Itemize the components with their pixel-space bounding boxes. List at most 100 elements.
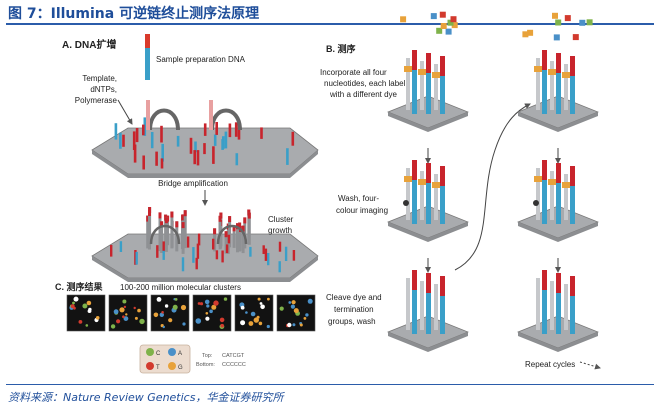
free-nucleotide: [445, 28, 452, 35]
free-nucleotide: [451, 22, 458, 29]
cluster-spot: [290, 304, 295, 309]
surface-strand: [142, 155, 145, 170]
legend-letter-t: T: [156, 365, 160, 371]
cluster-strand-tip: [241, 225, 245, 232]
primer-strand: [420, 281, 424, 330]
flow-cell-tile-edge: [388, 332, 468, 352]
primer-strand: [406, 58, 410, 110]
adapter-strand: [412, 270, 417, 290]
cluster-spot: [73, 306, 76, 310]
cluster-spot: [82, 303, 88, 309]
cluster-spot: [307, 298, 313, 304]
cluster-strand: [243, 217, 247, 249]
free-nucleotide: [552, 12, 558, 19]
cluster-strand: [224, 231, 228, 254]
primer-strand: [420, 61, 424, 110]
cluster-spot: [291, 300, 296, 305]
cluster-spot: [122, 315, 125, 319]
cluster-surface-strand: [162, 250, 165, 260]
cluster-spot: [220, 323, 224, 328]
source-note: 资料来源：Nature Review Genetics，华金证券研究所: [8, 391, 284, 404]
cluster-surface-strand: [192, 247, 195, 263]
cluster-spot: [119, 307, 125, 313]
imaging-signal-dot: [533, 200, 539, 206]
surface-strand: [176, 135, 180, 147]
sequencing-units: [387, 11, 599, 352]
cluster-spot: [162, 325, 165, 329]
cluster-surface-strand: [249, 246, 252, 257]
cluster-spot: [279, 306, 284, 311]
cluster-label-1: Cluster: [268, 215, 294, 224]
cluster-image-tile: [192, 294, 232, 332]
step2-line-2: colour imaging: [336, 206, 388, 215]
cluster-spot: [86, 300, 92, 306]
clusters-count-label: 100-200 million molecular clusters: [120, 283, 241, 292]
reagent-line-1: Template,: [82, 74, 117, 83]
surface-strand: [142, 124, 145, 136]
cluster-surface-strand: [119, 241, 123, 252]
cluster-surface-strand: [156, 245, 159, 258]
bridge-template-2: [209, 100, 213, 130]
free-nucleotide: [527, 29, 534, 36]
cluster-spot: [195, 318, 202, 324]
primer-strand: [564, 284, 568, 330]
cluster-spot: [73, 296, 79, 302]
cluster-surface-strand: [212, 238, 215, 250]
template-strand: [570, 76, 575, 114]
flow-cell-plate-lower: [91, 233, 319, 279]
surface-strand: [133, 144, 137, 163]
dye-label: [534, 66, 542, 72]
panel-c-heading: C. 测序结果: [55, 281, 104, 292]
cluster-bridge: [149, 224, 181, 245]
cluster-spot: [159, 312, 164, 317]
cluster-strand-tip: [232, 225, 236, 232]
cycle-curve-arrow: [454, 103, 531, 271]
surface-strand: [160, 158, 164, 169]
legend-dot-c: [146, 348, 154, 356]
primer-strand: [536, 58, 540, 110]
dna-clusters: [110, 207, 296, 273]
adapter-strand: [542, 160, 547, 180]
surface-strand: [119, 132, 122, 149]
cluster-strand-tip: [181, 222, 185, 229]
cluster-spot: [253, 317, 259, 323]
cluster-strand: [232, 225, 236, 248]
template-strand: [426, 73, 431, 114]
cluster-strand: [213, 228, 217, 252]
cluster-spot: [209, 309, 213, 314]
surface-strand: [194, 141, 197, 153]
free-nucleotide: [564, 15, 571, 22]
surface-strand: [155, 151, 158, 166]
cluster-strand: [238, 226, 242, 251]
template-strand: [426, 293, 431, 334]
free-nucleotide: [430, 13, 437, 20]
step3-line-2: termination: [334, 305, 374, 314]
template-strand: [426, 183, 431, 224]
free-nucleotide: [439, 11, 446, 18]
primer-strand: [434, 174, 438, 220]
repeat-arrow: [579, 361, 601, 370]
bottom-seq-prefix: Bottom:: [196, 362, 215, 368]
cluster-strand-tip: [247, 212, 251, 219]
cluster-spot: [288, 301, 292, 304]
cluster-spot: [134, 316, 138, 320]
surface-strand: [150, 132, 154, 149]
cluster-image-tile: [150, 294, 190, 332]
adapter-strand: [440, 166, 445, 186]
template-strand: [542, 180, 547, 224]
cluster-spot: [172, 304, 178, 310]
adapter-strand: [426, 53, 431, 73]
cluster-spot: [219, 317, 225, 323]
dye-label: [404, 66, 412, 72]
cluster-surface-strand: [196, 243, 200, 259]
template-strand: [570, 186, 575, 224]
free-nucleotide: [522, 31, 529, 38]
surface-strand: [203, 143, 206, 155]
adapter-strand: [412, 160, 417, 180]
adapter-strand: [440, 56, 445, 76]
top-sequence: CATCGT: [222, 353, 245, 359]
dye-label: [548, 179, 556, 185]
template-strand: [440, 186, 445, 224]
cluster-spot: [293, 308, 299, 314]
cluster-surface-strand: [292, 250, 296, 261]
